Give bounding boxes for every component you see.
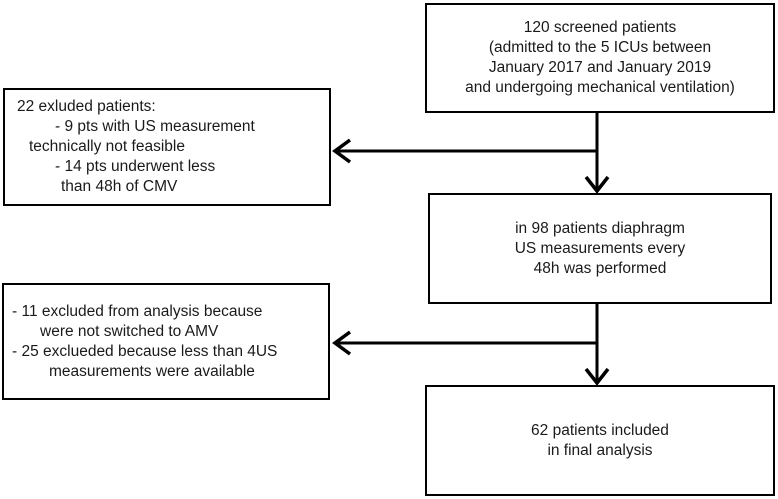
box-line: 48h was performed	[533, 259, 667, 277]
arrow-down-head-2	[584, 367, 610, 386]
box-line: - 11 excluded from analysis because	[12, 302, 263, 320]
box-line: US measurements every	[514, 239, 686, 257]
box-line: (admitted to the 5 ICUs between	[488, 39, 712, 56]
box-line: January 2017 and January 2019	[488, 59, 712, 76]
box-line: than 48h of CMV	[61, 178, 178, 195]
box-final-analysis: 62 patients included in final analysis	[425, 385, 775, 496]
box-line: 120 screened patients	[523, 19, 677, 36]
box-excluded-first: 22 exluded patients: - 9 pts with US mea…	[3, 88, 331, 206]
box-line: 62 patients included	[531, 421, 669, 439]
box-line: in 98 patients diaphragm	[515, 219, 685, 237]
box-line: and undergoing mechanical ventilation)	[465, 79, 735, 96]
box-line: 22 exluded patients:	[17, 98, 156, 115]
box-line: measurements were available	[49, 362, 255, 380]
box-excluded-second: - 11 excluded from analysis because were…	[2, 283, 330, 400]
box-line: in final analysis	[547, 441, 653, 459]
box-line: - 14 pts underwent less	[55, 158, 216, 175]
box-us-measurements: in 98 patients diaphragm US measurements…	[428, 193, 772, 304]
box-line: - 25 exclueded because less than 4US	[12, 342, 278, 360]
box-screened-patients: 120 screened patients (admitted to the 5…	[425, 3, 775, 113]
arrow-left-head-2	[332, 330, 352, 356]
box-line: were not switched to AMV	[40, 322, 219, 340]
arrow-down-head-1	[584, 175, 610, 194]
arrow-left-head-1	[332, 138, 352, 164]
box-line: technically not feasible	[29, 138, 185, 155]
box-line: - 9 pts with US measurement	[55, 118, 255, 135]
